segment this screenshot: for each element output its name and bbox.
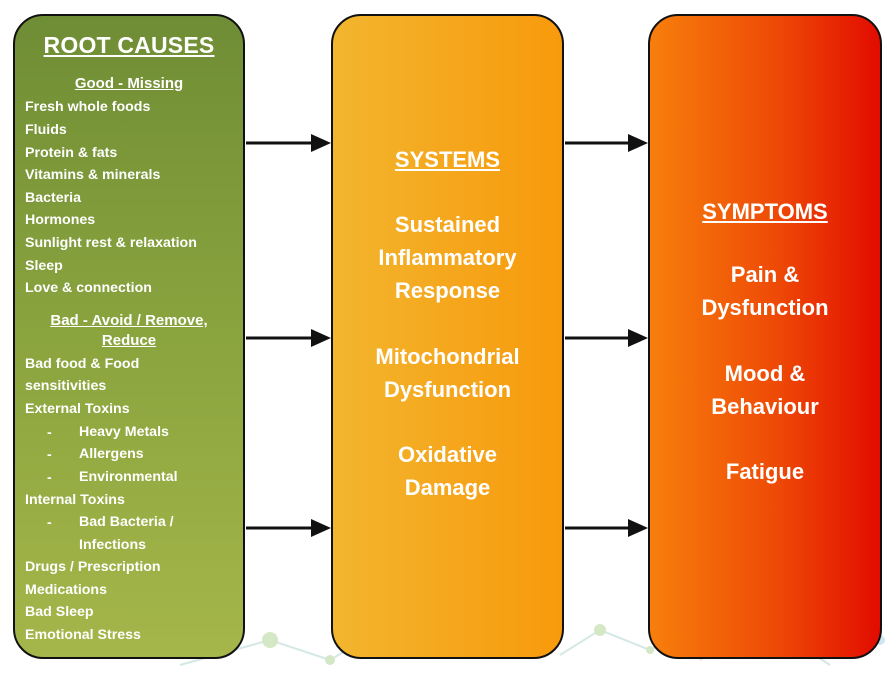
list-item: Infections: [79, 537, 147, 553]
symptoms-item-line: Pain &: [730, 262, 800, 287]
bullet-dash: -: [47, 514, 52, 530]
systems-title: SYSTEMS: [394, 147, 501, 172]
systems-item-line: Inflammatory: [378, 245, 517, 270]
symptoms-item-line: Dysfunction: [701, 295, 829, 320]
good-missing-heading: Good - Missing: [74, 75, 184, 92]
arrow-causes-to-systems-middle: [246, 329, 331, 347]
list-item: Vitamins & minerals: [25, 167, 161, 183]
list-item: sensitivities: [25, 378, 107, 394]
list-item: Heavy Metals: [79, 424, 169, 440]
list-item: Allergens: [79, 446, 144, 462]
systems-item-line: Response: [394, 278, 501, 303]
symptoms-title: SYMPTOMS: [702, 199, 828, 224]
list-item: Love & connection: [25, 280, 152, 296]
bullet-dash: -: [47, 469, 52, 485]
list-item: Sunlight rest & relaxation: [25, 235, 197, 251]
list-item: Bad Bacteria /: [79, 514, 174, 530]
symptoms-item-line: Fatigue: [725, 459, 805, 484]
bad-avoid-heading-line2: Reduce: [101, 332, 157, 349]
list-item: Hormones: [25, 212, 96, 228]
list-item: Medications: [25, 582, 107, 598]
bad-avoid-heading-line1: Bad - Avoid / Remove,: [50, 312, 208, 329]
systems-box: SYSTEMS Sustained Inflammatory Response …: [331, 14, 564, 659]
arrow-systems-to-symptoms-bottom: [565, 519, 648, 537]
arrow-systems-to-symptoms-top: [565, 134, 648, 152]
list-item: Fluids: [25, 122, 67, 138]
systems-item-line: Damage: [404, 475, 491, 500]
arrow-causes-to-systems-top: [246, 134, 331, 152]
systems-item-line: Dysfunction: [383, 377, 512, 402]
list-item: Bad food & Food: [25, 356, 140, 372]
root-causes-box: ROOT CAUSES Good - Missing Fresh whole f…: [13, 14, 245, 659]
systems-item-line: Sustained: [394, 212, 501, 237]
arrow-causes-to-systems-bottom: [246, 519, 331, 537]
list-item: Drugs / Prescription: [25, 559, 161, 575]
arrow-systems-to-symptoms-middle: [565, 329, 648, 347]
systems-item-line: Mitochondrial: [375, 344, 520, 369]
list-item: Internal Toxins: [25, 492, 125, 508]
bullet-dash: -: [47, 446, 52, 462]
bullet-dash: -: [47, 424, 52, 440]
list-item: External Toxins: [25, 401, 130, 417]
symptoms-box: SYMPTOMS Pain & Dysfunction Mood & Behav…: [648, 14, 882, 659]
list-item: Bacteria: [25, 190, 81, 206]
systems-item-line: Oxidative: [397, 442, 498, 467]
root-causes-title: ROOT CAUSES: [43, 32, 215, 58]
symptoms-item-line: Mood &: [724, 361, 806, 386]
list-item: Emotional Stress: [25, 627, 141, 643]
symptoms-item-line: Behaviour: [711, 394, 819, 419]
list-item: Bad Sleep: [25, 604, 94, 620]
list-item: Fresh whole foods: [25, 99, 151, 115]
list-item: Protein & fats: [25, 145, 118, 161]
list-item: Environmental: [79, 469, 178, 485]
list-item: Sleep: [25, 258, 63, 274]
